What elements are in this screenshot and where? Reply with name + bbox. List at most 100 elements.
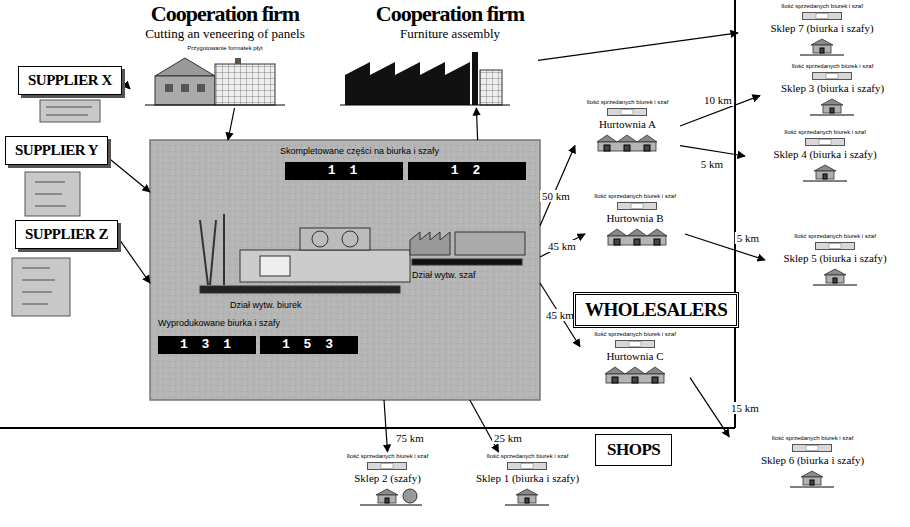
ground-line [790,487,834,488]
flow-arrow [538,33,738,61]
counter [813,73,852,80]
flow-arrow [470,400,499,452]
shop-icon [824,269,846,283]
roof [155,58,215,76]
ground-line [360,505,422,506]
warehouse-icon [605,367,665,383]
ground-line [813,285,857,286]
counter-display: 1 2 [408,162,526,180]
node-text: 1 3 1 [180,336,234,354]
node-text: SUPPLIER X [28,72,112,89]
cooperation-firm: Cooperation firmFurniture assembly [340,2,560,108]
flow-arrow [540,234,585,257]
node-text: Ilość sprzedanych biurek i szaf [594,192,676,200]
ground-line [810,115,854,116]
flow-arrow [118,237,150,283]
distance-label: 50 km [540,190,572,202]
flow-arrow [690,378,729,437]
group-label-box: WHOLESALERS [573,292,739,328]
list-line [22,279,55,281]
node-text: Dział wytw. szaf [412,270,476,281]
ground-line [505,505,549,506]
node-text: Ilość sprzedanych biurek i szaf [792,62,874,70]
counter [793,445,832,452]
hall [155,76,215,105]
node-text: Cooperation firm [151,2,299,26]
list-box [12,258,70,316]
list-line [22,303,48,305]
wholesaler-block: Ilość sprzedanych biurek i szafHurtownia… [585,192,685,248]
wholesaler-block: Ilość sprzedanych biurek i szafHurtownia… [580,330,690,386]
ground-line [800,55,844,56]
node-text: Przygotowanie formatek płyt [187,44,262,52]
machine [300,228,370,250]
node-text: SUPPLIER Z [25,226,108,243]
gear [312,231,328,247]
shop-block: Ilość sprzedanych biurek i szafSklep 2 (… [335,452,440,508]
counter [616,341,655,348]
distance-label: 25 km [492,432,524,444]
list-line [35,181,65,183]
counter-display: 1 3 1 [158,336,256,354]
node-text: Hurtownia A [599,118,656,131]
shop-icon [801,471,823,485]
node-text: 1 5 3 [282,336,336,354]
list-box [40,100,100,122]
shop-icon [811,39,833,53]
window [181,84,189,92]
panel-firm-building [145,58,285,105]
stack [223,214,225,285]
node-text: Cooperation firm [376,2,524,26]
node-text: Ilość sprzedanych biurek i szaf [594,330,676,338]
machine [455,232,525,255]
flow-arrow [680,146,745,156]
group-label-box: SHOPS [595,434,672,466]
counter [618,203,657,210]
distance-label: 45 km [544,309,576,321]
counter [803,13,842,20]
distance-label: 15 km [729,402,761,414]
node-text: Sklep 5 (biurka i szafy) [783,252,886,265]
shop-block: Ilość sprzedanych biurek i szafSklep 5 (… [765,232,905,288]
distance-label: 5 km [735,232,761,244]
stack [210,220,216,285]
node-text: Sklep 6 (biurka i szafy) [761,454,864,467]
chimney [235,58,241,64]
node-text: Sklep 4 (biurka i szafy) [773,148,876,161]
node-text: Hurtownia C [606,350,663,363]
window [197,84,205,92]
node-text: Ilość sprzedanych biurek i szaf [772,434,854,442]
node-text: Cutting an veneering of panels [145,26,305,41]
silo [403,489,417,503]
counter [806,139,845,146]
flow-arrow [228,108,235,140]
list-line [46,106,92,108]
list-line [46,114,88,116]
node-text: Ilość sprzedanych biurek i szaf [781,2,863,10]
list-line [22,291,52,293]
machine [240,250,410,282]
flow-arrow [540,146,575,226]
node-text: Sklep 1 (biurka i szafy) [476,472,579,485]
list-line [35,205,66,207]
wholesaler-block: Ilość sprzedanych biurek i szafHurtownia… [575,98,680,154]
shop-icon [821,99,843,113]
plant-machinery [200,214,525,293]
divider-line [734,0,736,428]
node-text: SHOPS [607,440,660,460]
counter-display: 1 5 3 [260,336,358,354]
node-text: Wyprodukowane biurka i szafy [158,318,280,329]
distance-label: 5 km [699,158,725,170]
supplier-box: SUPPLIER X [18,66,122,95]
node-text: Dział wytw. biurek [230,300,302,311]
node-text: Sklep 2 (szafy) [354,472,421,485]
ground-line [145,105,285,106]
cooperation-firm: Cooperation firmCutting an veneering of … [130,2,320,108]
node-text: Furniture assembly [400,26,500,41]
flow-arrow [122,81,130,89]
shop-icon [516,489,538,503]
node-text: 1 1 [328,162,360,180]
